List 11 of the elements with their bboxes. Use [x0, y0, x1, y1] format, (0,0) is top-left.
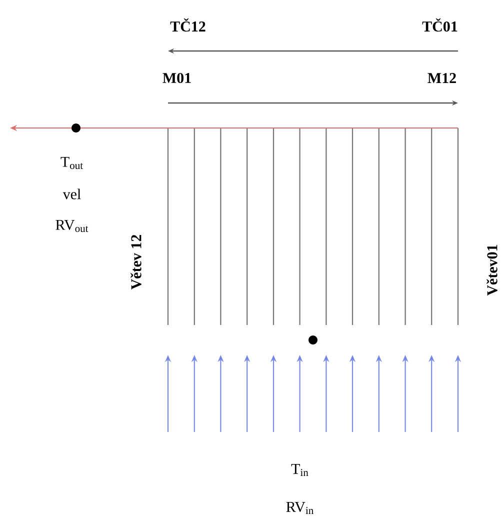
measurement-label: RV$_{in}$: [286, 502, 314, 514]
sequence-label: TČ01: [422, 18, 458, 32]
measurement-label: vel: [62, 188, 81, 200]
sequence-label: TČ12: [170, 18, 206, 32]
branch-label: Větev01: [486, 244, 498, 296]
measurement-label: T$_{in}$: [291, 464, 308, 476]
sequence-label: M12: [428, 73, 456, 83]
branch-label: Větev 12: [130, 234, 142, 290]
measurement-label: RV$_{out}$: [56, 220, 88, 232]
measurement-label: T$_{out}$: [60, 156, 83, 170]
sequence-label: M01: [162, 72, 191, 84]
